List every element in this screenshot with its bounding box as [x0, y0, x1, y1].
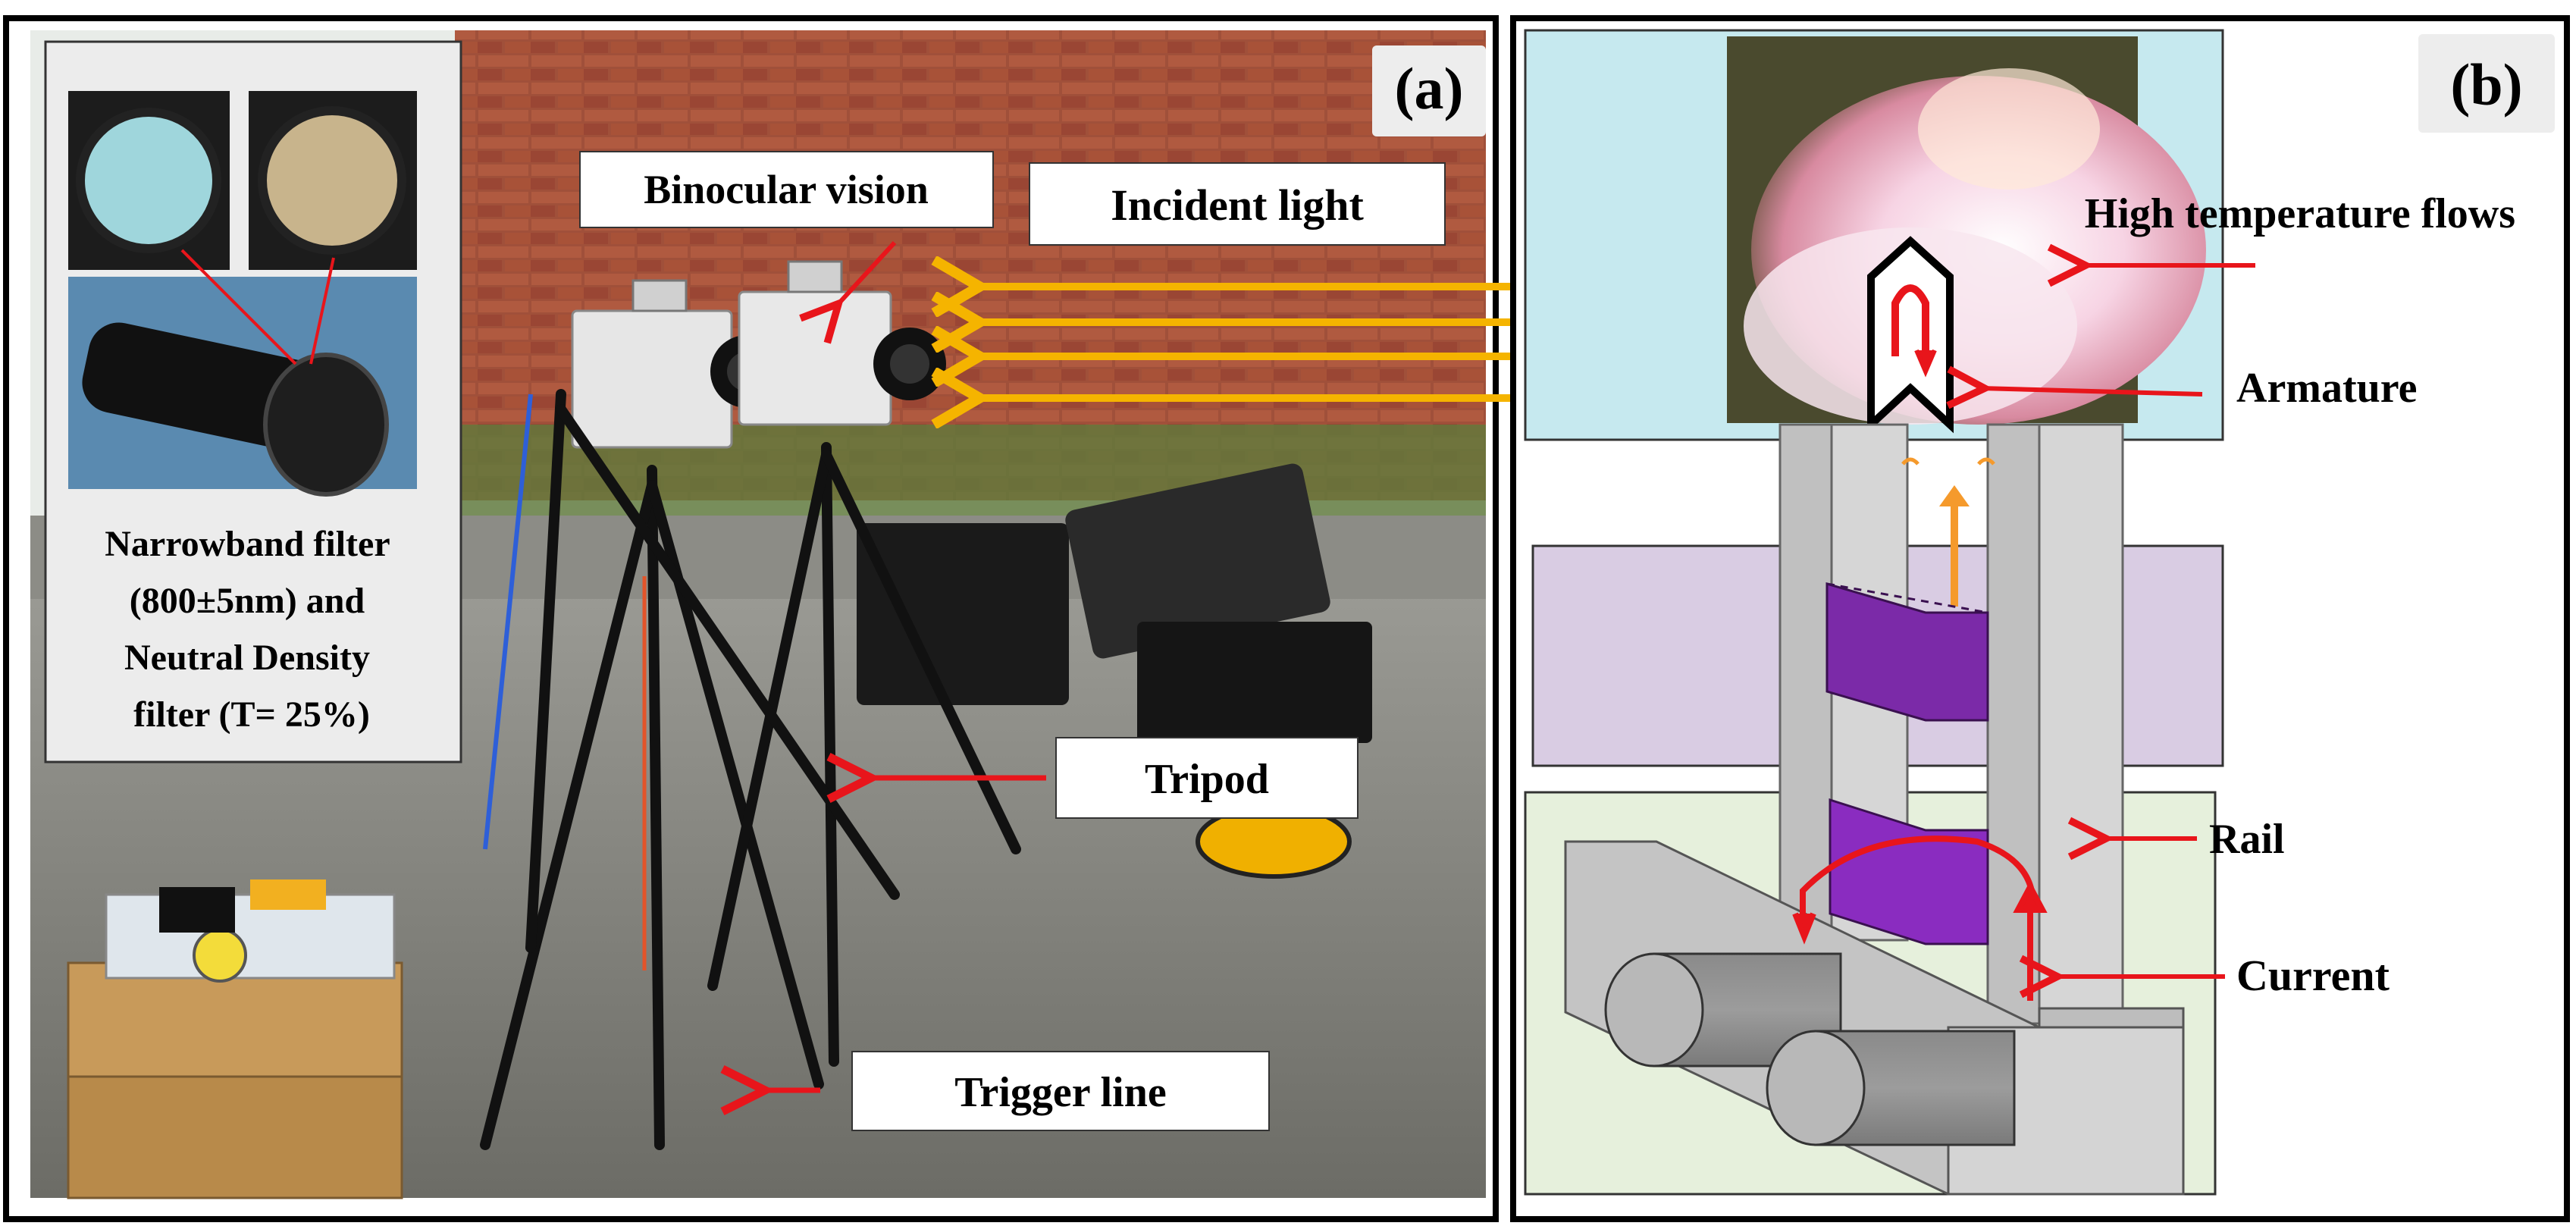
armature-block-lower	[1829, 798, 1989, 945]
panel-b-tag-text: (b)	[2450, 52, 2522, 118]
nd-filter-icon	[76, 108, 221, 253]
filter-caption-line-2: (800±5nm) and	[130, 581, 365, 621]
label-flows-text: High temperature flows	[2085, 190, 2515, 237]
label-trigger: Trigger line	[851, 1051, 1270, 1131]
armature-icon	[1867, 236, 1954, 434]
panel-a-tag-text: (a)	[1395, 55, 1464, 121]
cylinder-right	[1766, 1030, 2016, 1146]
box-ocean-insight	[67, 961, 403, 1093]
armature-block-upper	[1825, 582, 1989, 722]
armature-pointer-arrow	[1980, 388, 2203, 394]
filter-caption-line-3: Neutral Density	[124, 638, 370, 678]
yellow-card	[250, 879, 326, 910]
label-current-text: Current	[2236, 951, 2390, 1000]
panel-b: High temperature flows Armature Rail Cur…	[1510, 15, 2570, 1222]
small-unit	[159, 887, 235, 933]
label-rail-text: Rail	[2209, 816, 2285, 863]
blue-cable	[483, 393, 533, 850]
inset-pointer-1	[180, 249, 297, 365]
current-path	[1792, 836, 2048, 1001]
filter-caption-line-4: filter (T= 25%)	[133, 694, 370, 735]
filter-caption: Narrowband filter (800±5nm) and Neutral …	[105, 524, 399, 735]
camera-right	[738, 260, 946, 426]
tape-roll	[193, 928, 247, 983]
label-incident: Incident light	[1029, 162, 1446, 246]
filter-inset: Narrowband filter (800±5nm) and Neutral …	[44, 40, 462, 763]
label-armature-text: Armature	[2236, 365, 2417, 412]
panel-a: Narrowband filter (800±5nm) and Neutral …	[3, 15, 1782, 1222]
box-lower	[67, 1075, 403, 1199]
plume-photo	[1727, 36, 2206, 425]
label-tripod-text: Tripod	[1145, 756, 1269, 803]
label-binocular: Binocular vision	[579, 151, 994, 228]
inset-pointer-2	[309, 257, 335, 365]
equipment-case	[857, 523, 1069, 705]
label-binocular-text: Binocular vision	[644, 167, 929, 212]
label-trigger-text: Trigger line	[954, 1069, 1166, 1116]
open-case	[1137, 622, 1372, 743]
filter-caption-line-1: Narrowband filter	[105, 524, 390, 564]
flow-arrow	[1901, 457, 1995, 607]
label-incident-text: Incident light	[1111, 180, 1364, 230]
panel-a-tag: (a)	[1372, 45, 1486, 136]
panel-b-tag: (b)	[2418, 34, 2555, 133]
binocular-pointer-arrow	[835, 240, 897, 307]
label-tripod: Tripod	[1055, 737, 1359, 819]
open-case-lid	[1065, 463, 1330, 659]
narrowband-filter-icon	[258, 106, 406, 255]
cylinder-left	[1604, 952, 1842, 1068]
